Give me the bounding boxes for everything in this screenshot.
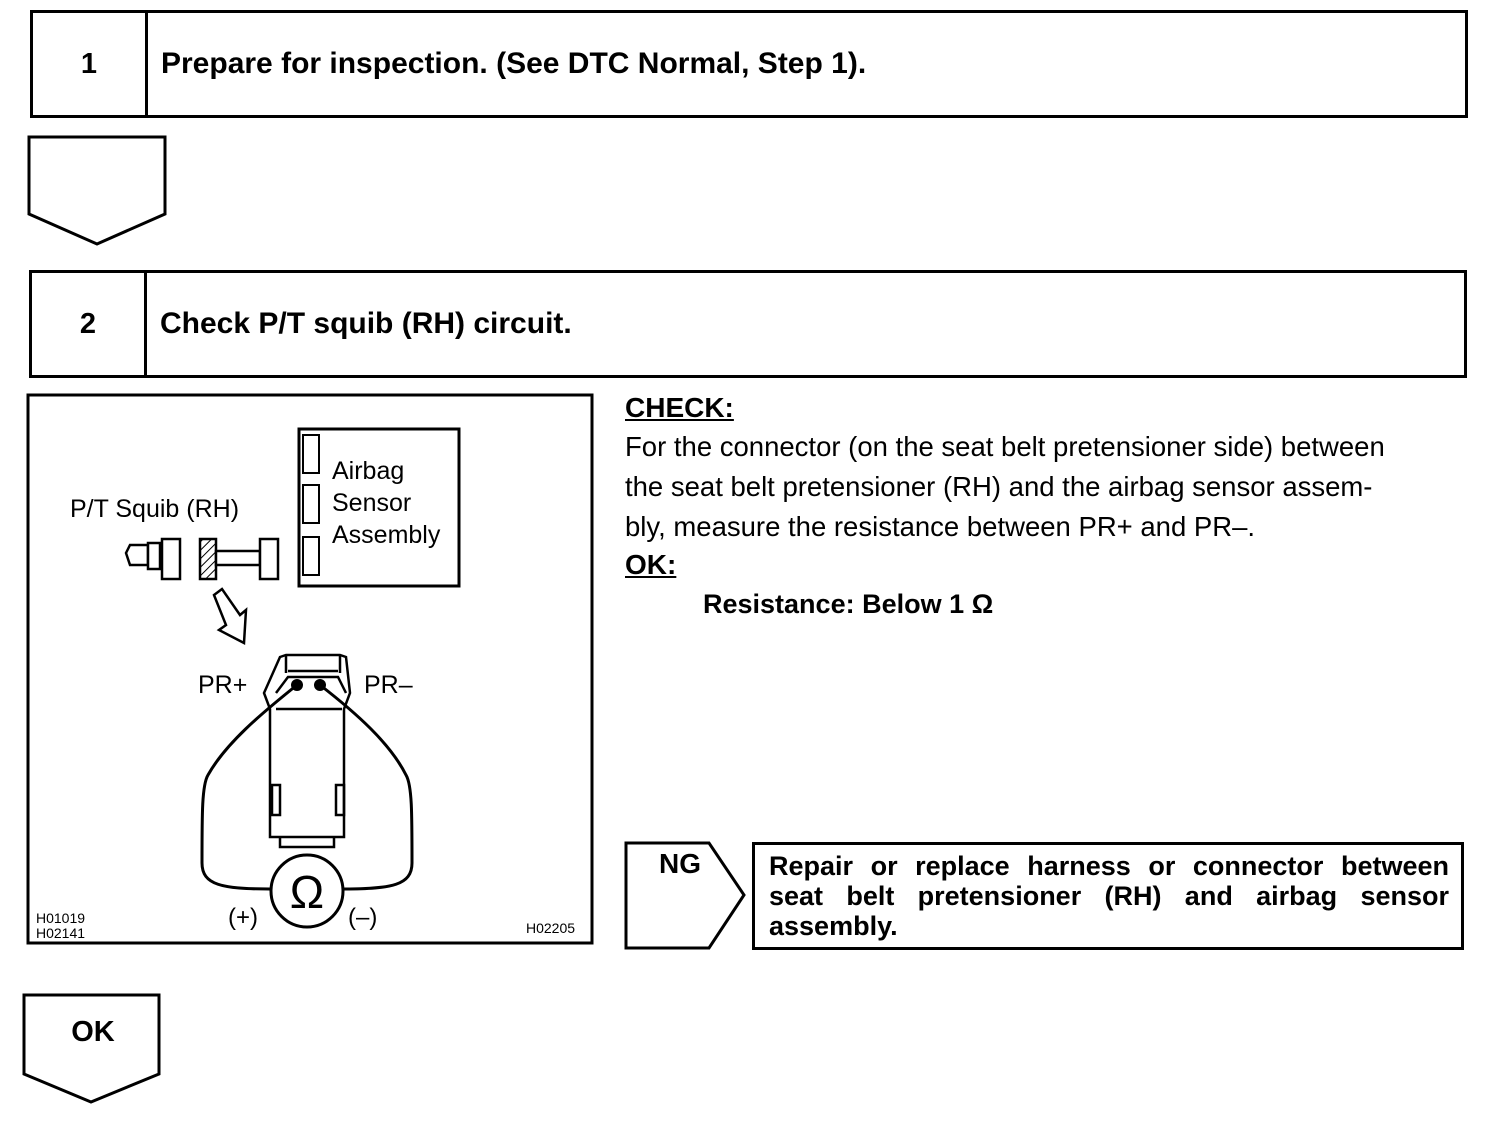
figure-code-left-1: H01019 (36, 910, 85, 926)
terminal-minus-label: PR– (364, 671, 413, 699)
squib-label: P/T Squib (RH) (70, 495, 239, 523)
ng-action-text: Repair or replace harness or connector b… (769, 851, 1449, 941)
hollow-arrow (212, 587, 248, 645)
check-line-1: For the connector (on the seat belt pret… (625, 431, 1385, 462)
step-1-box: 1 Prepare for inspection. (See DTC Norma… (30, 10, 1468, 118)
lead-minus (319, 683, 414, 891)
ng-action-box: Repair or replace harness or connector b… (752, 842, 1464, 950)
figure-code-right: H02205 (526, 920, 575, 936)
step-1-title: Prepare for inspection. (See DTC Normal,… (161, 47, 867, 80)
ohmmeter (269, 853, 345, 929)
flow-arrow-1 (27, 135, 167, 246)
ok-arrow (22, 993, 161, 1104)
sensor-label-2: Sensor (332, 489, 411, 517)
lead-plus (200, 683, 298, 891)
step-1-number: 1 (33, 13, 148, 115)
check-line-3: bly, measure the resistance between PR+ … (625, 511, 1256, 542)
ng-arrow (624, 841, 746, 950)
step-2-box: 2 Check P/T squib (RH) circuit. (29, 270, 1467, 378)
probe-plus-label: (+) (228, 904, 258, 931)
sensor-label-3: Assembly (332, 521, 441, 549)
sensor-label-1: Airbag (332, 457, 404, 485)
squib-circuit-diagram: Airbag Sensor Assembly P/T Squib (RH) PR… (26, 393, 594, 945)
pretensioner-connector (262, 653, 352, 849)
airbag-sensor-assembly (297, 427, 461, 588)
resistance-spec: Resistance: Below 1 Ω (703, 589, 994, 619)
ng-label: NG (659, 848, 701, 879)
step-2-number: 2 (32, 273, 147, 375)
probe-minus-label: (–) (348, 904, 377, 931)
check-heading: CHECK: (625, 392, 734, 423)
terminal-plus-label: PR+ (198, 671, 247, 699)
step-2-title: Check P/T squib (RH) circuit. (160, 307, 572, 340)
ok-heading: OK: (625, 549, 677, 580)
connector-chain (124, 537, 280, 581)
check-line-2: the seat belt pretensioner (RH) and the … (625, 471, 1373, 502)
figure-code-left-2: H02141 (36, 925, 85, 941)
ohm-symbol-icon: Ω (290, 866, 324, 918)
ok-label: OK (71, 1016, 115, 1048)
